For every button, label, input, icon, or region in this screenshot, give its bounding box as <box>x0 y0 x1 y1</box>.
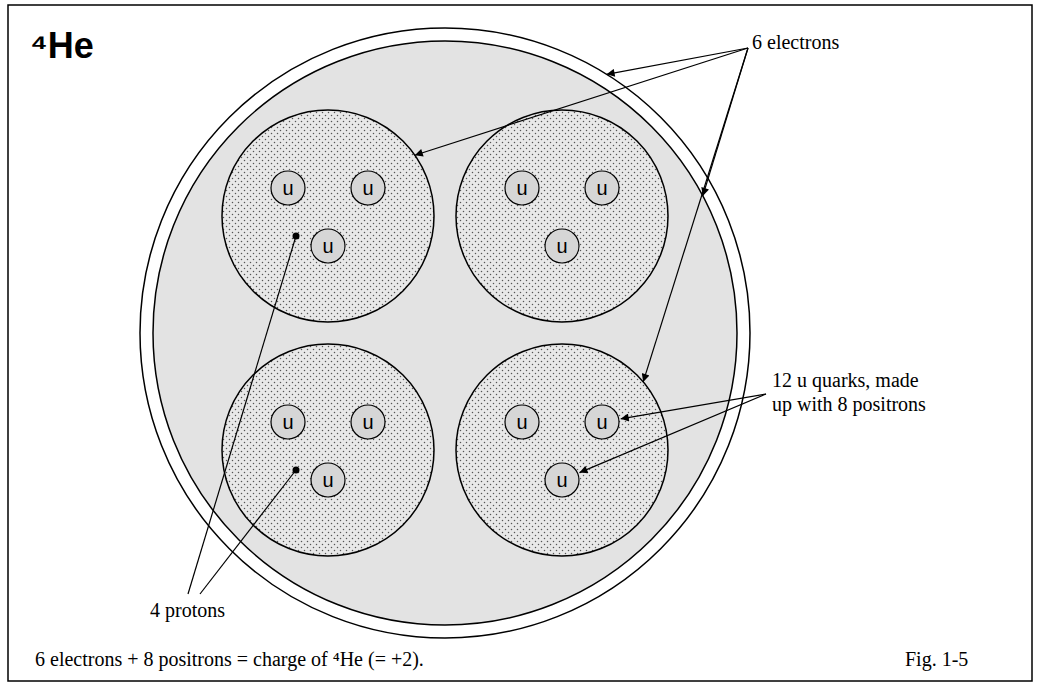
figure-title: ⁴He <box>30 26 94 66</box>
quark-circle: u <box>310 462 346 498</box>
quark-label: u <box>516 178 527 198</box>
leader-arrow <box>580 394 767 473</box>
quark-circle: u <box>544 462 580 498</box>
leader-dot <box>293 233 300 240</box>
proton-circle <box>456 110 668 322</box>
outer-electron-shell <box>140 28 750 638</box>
quark-label: u <box>322 236 333 256</box>
proton-circle <box>222 110 434 322</box>
quark-circle: u <box>544 228 580 264</box>
quark-outline-circle <box>351 405 385 439</box>
leader-dot <box>293 467 300 474</box>
quark-circle: u <box>350 170 386 206</box>
quark-outline-circle <box>351 171 385 205</box>
quark-circle: u <box>310 228 346 264</box>
quark-outline-circle <box>585 171 619 205</box>
annotation-label: 12 u quarks, made up with 8 positrons <box>772 368 937 416</box>
quark-label: u <box>596 412 607 432</box>
quark-circle: u <box>584 170 620 206</box>
leader-arrow <box>643 48 748 382</box>
quark-outline-circle <box>505 405 539 439</box>
quark-outline-circle <box>545 463 579 497</box>
quark-circle: u <box>270 404 306 440</box>
quark-circle: u <box>504 404 540 440</box>
quark-circle: u <box>504 170 540 206</box>
quark-circle: u <box>270 170 306 206</box>
quark-label: u <box>596 178 607 198</box>
quark-label: u <box>556 236 567 256</box>
annotation-label: 6 electrons <box>752 30 839 54</box>
quark-outline-circle <box>311 229 345 263</box>
annotation-label: 4 protons <box>150 598 225 622</box>
quark-outline-circle <box>545 229 579 263</box>
quark-label: u <box>362 178 373 198</box>
quark-label: u <box>362 412 373 432</box>
inner-electron-shell <box>153 41 737 625</box>
leader-line <box>200 470 296 594</box>
quark-label: u <box>556 470 567 490</box>
quark-outline-circle <box>585 405 619 439</box>
quark-label: u <box>322 470 333 490</box>
figure-caption: 6 electrons + 8 positrons = charge of ⁴H… <box>35 647 424 671</box>
quark-label: u <box>516 412 527 432</box>
proton-circle <box>456 344 668 556</box>
quark-label: u <box>282 178 293 198</box>
quark-circle: u <box>584 404 620 440</box>
leader-arrow <box>621 394 766 419</box>
quark-circle: u <box>350 404 386 440</box>
figure-number: Fig. 1-5 <box>905 647 968 671</box>
frame-border <box>8 5 1032 681</box>
quark-label: u <box>282 412 293 432</box>
quark-outline-circle <box>271 405 305 439</box>
quark-outline-circle <box>505 171 539 205</box>
quark-outline-circle <box>311 463 345 497</box>
quark-outline-circle <box>271 171 305 205</box>
leader-arrow <box>415 48 748 155</box>
